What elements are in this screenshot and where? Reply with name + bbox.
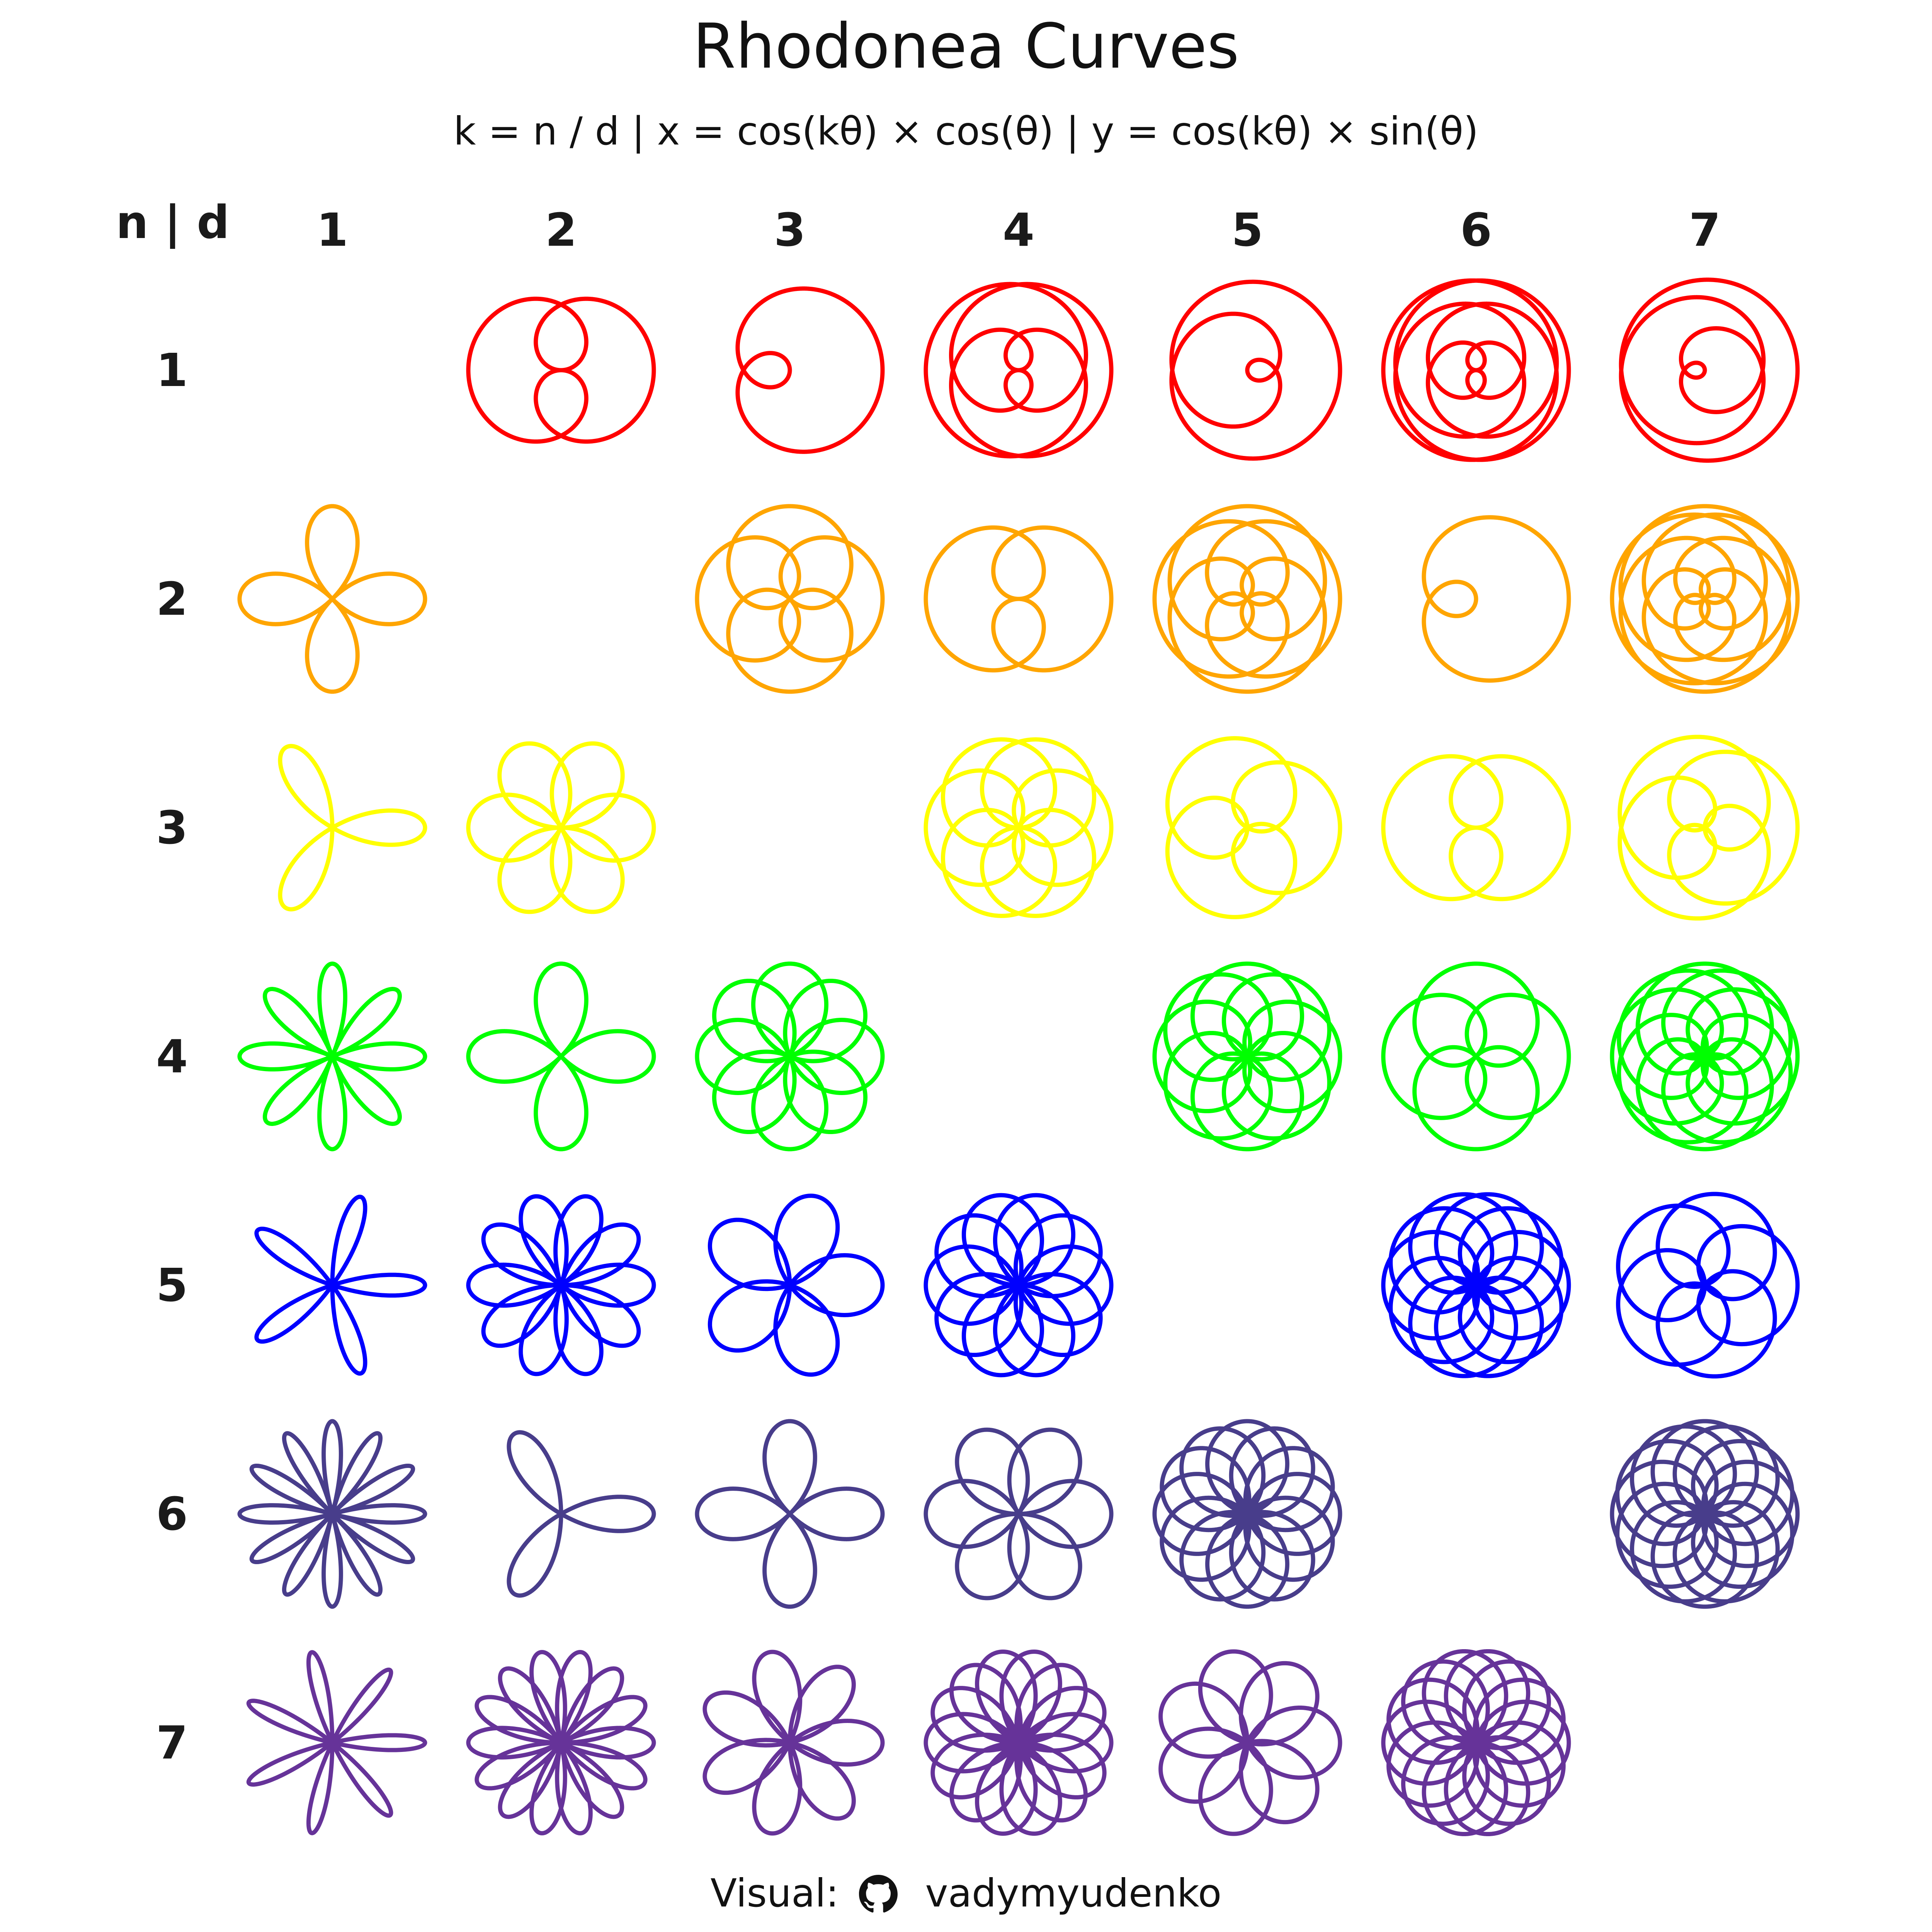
row-header-n3: 3 (156, 801, 188, 854)
rose-curve-n7-d1 (246, 1650, 427, 1835)
column-header-d6: 6 (1460, 203, 1492, 257)
rose-curve-n3-d4 (923, 737, 1114, 918)
rose-curve-n1-d5 (1169, 279, 1342, 461)
column-header-d5: 5 (1231, 203, 1264, 257)
rose-curve-n7-d2 (466, 1650, 656, 1835)
rose-curve-n4-d3 (695, 961, 885, 1151)
rose-curve-n3-d6 (1381, 754, 1571, 901)
rose-curve-n1-d2 (466, 296, 656, 444)
rose-curve-n5-d4 (923, 1193, 1114, 1378)
rose-curve-n1-d6 (1381, 278, 1571, 462)
rose-curve-n5-d7 (1616, 1192, 1800, 1379)
rose-curve-n6-d4 (923, 1427, 1114, 1600)
rose-curve-n3-d7 (1617, 735, 1800, 921)
row-header-n2: 2 (156, 572, 188, 626)
row-header-n7: 7 (156, 1716, 188, 1769)
rose-curve-n2-d4 (923, 525, 1114, 673)
row-header-n5: 5 (156, 1259, 188, 1312)
row-header-n6: 6 (156, 1487, 188, 1541)
rose-curve-n1-d7 (1619, 277, 1800, 463)
rose-curve-n4-d7 (1610, 961, 1800, 1151)
rose-curve-n3-d2 (466, 741, 656, 914)
rose-curve-n7-d5 (1158, 1649, 1342, 1836)
footer-prefix: Visual: (710, 1871, 839, 1916)
rose-curve-n5-d2 (466, 1194, 656, 1376)
rose-curve-n5-d6 (1381, 1192, 1571, 1378)
github-icon (859, 1875, 898, 1913)
column-header-d1: 1 (316, 203, 349, 257)
rose-curve-n3-d5 (1165, 736, 1342, 919)
column-header-d3: 3 (774, 203, 806, 257)
rose-curve-n2-d6 (1422, 515, 1571, 683)
corner-label: n | d (116, 196, 230, 249)
rose-curve-n4-d6 (1381, 961, 1571, 1151)
rose-curve-n4-d1 (237, 961, 427, 1151)
rose-curve-n6-d3 (695, 1419, 885, 1609)
rose-curve-n2-d3 (695, 504, 885, 694)
rose-curve-n6-d7 (1610, 1419, 1800, 1609)
rose-curve-n4-d5 (1152, 961, 1342, 1151)
rose-curve-n7-d6 (1381, 1649, 1571, 1837)
rose-curve-n7-d4 (923, 1650, 1114, 1836)
rose-curve-n5-d3 (707, 1194, 885, 1377)
chart-title: Rhodonea Curves (692, 10, 1240, 82)
rose-curve-n5-d1 (254, 1194, 427, 1376)
column-header-d4: 4 (1002, 203, 1035, 257)
footer-author: vadymyudenko (925, 1871, 1222, 1916)
rose-curve-n1-d3 (735, 286, 885, 454)
rose-curve-n4-d2 (466, 961, 656, 1151)
footer-credit: Visual: vadymyudenko (0, 1870, 1932, 1917)
rose-curve-n2-d7 (1610, 504, 1800, 694)
row-header-n1: 1 (156, 344, 188, 397)
rose-curve-n1-d4 (923, 282, 1114, 459)
rose-curve-n3-d1 (278, 744, 427, 912)
column-header-d2: 2 (545, 203, 577, 257)
rose-curve-n6-d1 (237, 1419, 427, 1609)
rose-curve-n6-d2 (507, 1430, 656, 1598)
rose-curve-n2-d1 (237, 504, 427, 694)
rose-curve-n2-d5 (1152, 504, 1342, 694)
row-header-n4: 4 (156, 1030, 188, 1083)
rose-curve-n7-d3 (702, 1650, 885, 1836)
column-header-d7: 7 (1689, 203, 1721, 257)
chart-subtitle: k = n / d | x = cos(kθ) × cos(θ) | y = c… (453, 109, 1479, 154)
rose-curve-n6-d5 (1152, 1419, 1342, 1609)
